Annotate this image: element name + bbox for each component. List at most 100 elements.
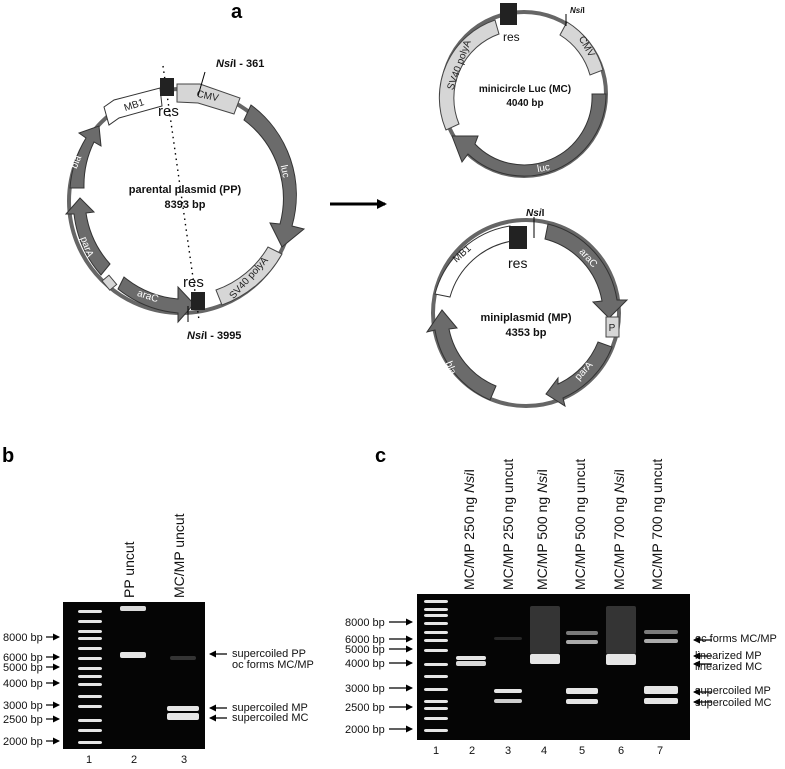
gel-b-lane-3-number: 3 <box>181 754 187 766</box>
gel-b <box>63 602 205 749</box>
gel-c-label-linearized-mc: linearized MC <box>695 661 762 673</box>
pp-nsi-bottom-label: NsiI - 3995 <box>187 330 241 342</box>
mc-nsi-label: NsiI <box>570 6 585 15</box>
gel-c-ladder-band <box>424 729 448 732</box>
gel-c-lane-7-header: MC/MP 700 ng uncut <box>649 459 665 590</box>
gel-b-ladder-6000: 6000 bp <box>3 652 43 664</box>
gel-b-ladder-2500: 2500 bp <box>3 714 43 726</box>
pp-res-top-label: res <box>158 103 179 120</box>
gel-c-ladder-2000: 2000 bp <box>345 724 385 736</box>
pp-nsi-top-label: NsiI - 361 <box>216 58 264 70</box>
gel-c-ladder-2500: 2500 bp <box>345 702 385 714</box>
gel-c-lane-7-number: 7 <box>657 745 663 757</box>
pp-para-feature: parA <box>64 197 111 276</box>
gel-b-lane-numbers: 1 2 3 <box>86 754 187 766</box>
mc-res-box <box>500 3 517 25</box>
gel-c-ladder-band <box>424 700 448 703</box>
gel-c-lane-6-header: MC/MP 700 ng NsiI <box>611 469 627 590</box>
gel-c-lane-5-header: MC/MP 500 ng uncut <box>572 459 588 590</box>
gel-c-lane-5-band <box>566 640 598 644</box>
gel-c-lane-numbers: 1 2 3 4 5 6 7 <box>433 745 663 757</box>
gel-c-lane-7-band <box>644 630 678 634</box>
gel-c-lane-4-band <box>530 654 560 664</box>
gel-c-lane-4-number: 4 <box>541 745 547 757</box>
miniplasmid-map: MB1 araC P parA bla res NsiI miniplasmid… <box>425 208 629 408</box>
pp-luc-label: luc <box>278 164 291 179</box>
gel-c-lane-7-band <box>644 639 678 643</box>
gel-c-ladder-band <box>424 649 448 652</box>
gel-b-ladder-band <box>78 695 102 698</box>
gel-b-lane-3-header: MC/MP uncut <box>171 513 187 598</box>
gel-b-ladder-4000: 4000 bp <box>3 678 43 690</box>
pp-mb1-feature: MB1 <box>103 87 163 126</box>
mp-arac-feature: araC <box>544 223 629 319</box>
panel-label-a: a <box>231 1 243 23</box>
gel-b-label-supercoiled-mc: supercoiled MC <box>232 712 308 724</box>
gel-b-ladder-band <box>78 719 102 722</box>
gel-c-ladder-band <box>424 675 448 678</box>
pp-promoter-box <box>101 274 118 291</box>
minicircle-map: SV40 polyA CMV luc res NsiI minicircle L… <box>438 3 608 178</box>
gel-c-ladder-band <box>424 663 448 666</box>
gel-c-lane-6-band <box>606 606 636 654</box>
gel-c-ladder-8000: 8000 bp <box>345 617 385 629</box>
gel-b-lane-2-band <box>120 606 146 611</box>
mp-name: miniplasmid (MP) <box>480 312 571 324</box>
mc-luc-label: luc <box>536 162 551 175</box>
gel-c-lane-3-band <box>494 689 522 693</box>
gel-c-lane-6-band <box>606 654 636 665</box>
gel-c-lane-7-band <box>644 698 678 704</box>
gel-b-ladder-band <box>78 675 102 678</box>
gel-c-lane-3-band <box>494 637 522 640</box>
gel-b-ladder-2000: 2000 bp <box>3 736 43 748</box>
gel-c-lane-headers: MC/MP 250 ng NsiI MC/MP 250 ng uncut MC/… <box>461 459 665 590</box>
gel-b-ladder-band <box>78 657 102 660</box>
mp-size: 4353 bp <box>506 327 547 339</box>
gel-c-lane-4-header: MC/MP 500 ng NsiI <box>534 469 550 590</box>
gel-c-ladder-band <box>424 614 448 617</box>
gel-c-lane-2-header: MC/MP 250 ng NsiI <box>461 469 477 590</box>
gel-c-lane-5-band <box>566 699 598 704</box>
gel-c-ladder-6000: 6000 bp <box>345 634 385 646</box>
pp-name: parental plasmid (PP) <box>129 184 242 196</box>
gel-b-ladder-3000: 3000 bp <box>3 700 43 712</box>
mc-name: minicircle Luc (MC) <box>479 84 571 95</box>
gel-b-ladder-5000: 5000 bp <box>3 662 43 674</box>
gel-b-ladder-band <box>78 630 102 633</box>
pp-cmv-label: CMV <box>196 89 220 104</box>
gel-b-ladder-band <box>78 637 102 640</box>
gel-c-lane-2-band <box>456 661 486 666</box>
gel-c-ladder-5000: 5000 bp <box>345 644 385 656</box>
gel-c-lane-5-band <box>566 688 598 694</box>
gel-b-lane-3-band <box>170 656 196 660</box>
gel-c-lane-5-band <box>566 631 598 635</box>
pp-res-box-top <box>160 78 174 96</box>
gel-c-ladder-3000: 3000 bp <box>345 683 385 695</box>
gel-b-label-oc-forms: oc forms MC/MP <box>232 659 314 671</box>
gel-b-ladder-8000: 8000 bp <box>3 632 43 644</box>
gel-b-lane-2-header: PP uncut <box>121 541 137 598</box>
gel-c-ladder-band <box>424 688 448 691</box>
gel-c-lane-2-number: 2 <box>469 745 475 757</box>
gel-b-lane-3-band <box>167 713 199 720</box>
gel-c-label-oc-forms: oc forms MC/MP <box>695 633 777 645</box>
gel-b-lane-3-band <box>167 706 199 711</box>
gel-b-ladder-labels: 8000 bp 6000 bp 5000 bp 4000 bp 3000 bp … <box>3 632 60 748</box>
gel-b-ladder-band <box>78 705 102 708</box>
gel-c-right-labels: oc forms MC/MP linearized MP linearized … <box>693 633 777 709</box>
pp-nsi-top-tick <box>197 71 206 97</box>
gel-b-ladder-band <box>78 683 102 686</box>
mp-res-label: res <box>508 255 527 271</box>
pp-size: 8393 bp <box>165 199 206 211</box>
pp-arac-feature: araC <box>117 276 195 324</box>
gel-c-lane-5-number: 5 <box>579 745 585 757</box>
gel-b-ladder-band <box>78 741 102 744</box>
gel-c-lane-2-band <box>456 656 486 660</box>
gel-c-ladder-band <box>424 631 448 634</box>
gel-c-lane-3-header: MC/MP 250 ng uncut <box>500 459 516 590</box>
gel-c-ladder-band <box>424 608 448 611</box>
gel-b-ladder-band <box>78 647 102 650</box>
pp-cmv-feature: CMV <box>176 83 241 115</box>
mc-luc-feature: luc <box>451 93 607 177</box>
